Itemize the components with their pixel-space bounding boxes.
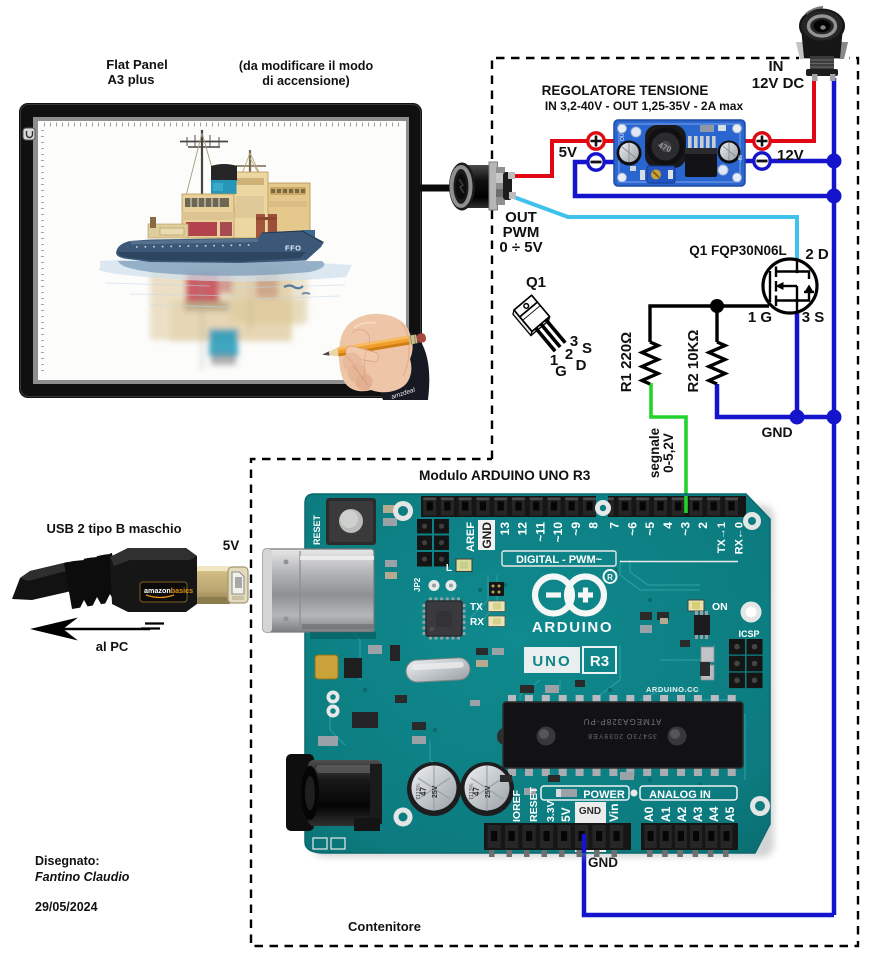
svg-text:3.3V: 3.3V <box>545 800 557 822</box>
svg-text:TX: TX <box>470 602 483 613</box>
svg-text:TX→1: TX→1 <box>716 522 728 553</box>
svg-text:-IN: -IN <box>738 155 744 162</box>
svg-text:Q1 FQP30N06L: Q1 FQP30N06L <box>689 243 787 258</box>
svg-text:Fantino Claudio: Fantino Claudio <box>35 870 130 884</box>
svg-text:~9: ~9 <box>569 522 583 536</box>
svg-text:GND: GND <box>588 855 618 870</box>
svg-text:ON: ON <box>712 601 728 613</box>
svg-text:5V: 5V <box>223 538 240 553</box>
svg-text:ARDUINO.CC: ARDUINO.CC <box>646 685 699 694</box>
svg-text:1: 1 <box>550 352 558 369</box>
svg-text:D: D <box>576 357 587 374</box>
svg-text:1 G: 1 G <box>748 309 772 326</box>
svg-text:GND: GND <box>480 522 494 549</box>
svg-text:Modulo ARDUINO UNO R3: Modulo ARDUINO UNO R3 <box>419 468 591 483</box>
svg-text:USB 2 tipo B maschio: USB 2 tipo B maschio <box>46 521 181 536</box>
svg-text:di accensione): di accensione) <box>262 74 350 88</box>
svg-text:DIGITAL - PWM~: DIGITAL - PWM~ <box>516 554 603 566</box>
svg-text:Q1: Q1 <box>526 274 546 291</box>
svg-text:G: G <box>555 363 567 380</box>
svg-text:R3: R3 <box>590 653 609 670</box>
svg-text:al PC: al PC <box>96 639 129 654</box>
svg-text:A5: A5 <box>723 806 737 822</box>
svg-text:IN: IN <box>769 58 784 75</box>
svg-text:GND: GND <box>579 806 601 817</box>
svg-text:3 S: 3 S <box>802 309 825 326</box>
svg-text:2: 2 <box>565 346 573 363</box>
svg-text:amazonbasics: amazonbasics <box>144 586 193 595</box>
svg-text:(da modificare il modo: (da modificare il modo <box>239 59 374 73</box>
svg-text:0 ÷ 5V: 0 ÷ 5V <box>499 239 542 256</box>
svg-text:A0: A0 <box>642 806 656 822</box>
svg-text:PWM: PWM <box>503 224 540 241</box>
svg-text:FFO: FFO <box>285 244 302 253</box>
svg-text:R: R <box>607 573 613 582</box>
svg-text:REGOLATORE TENSIONE: REGOLATORE TENSIONE <box>542 83 709 98</box>
svg-text:47: 47 <box>472 787 481 796</box>
svg-text:3: 3 <box>570 333 578 350</box>
svg-text:Disegnato:: Disegnato: <box>35 854 100 868</box>
svg-text:13: 13 <box>498 522 512 536</box>
svg-text:~6: ~6 <box>625 522 639 536</box>
svg-text:2: 2 <box>696 522 710 529</box>
svg-text:A4: A4 <box>707 806 721 822</box>
svg-text:12: 12 <box>516 522 530 536</box>
svg-text:L: L <box>446 563 452 574</box>
svg-text:IN 3,2-40V - OUT 1,25-35V - 2A: IN 3,2-40V - OUT 1,25-35V - 2A max <box>545 99 744 113</box>
svg-text:29/05/2024: 29/05/2024 <box>35 900 98 914</box>
svg-text:A3 plus: A3 plus <box>108 72 155 87</box>
svg-text:AREF: AREF <box>465 522 477 552</box>
svg-text:7: 7 <box>608 522 622 529</box>
svg-text:R2 10KΩ: R2 10KΩ <box>685 330 702 393</box>
svg-text:Contenitore: Contenitore <box>348 919 421 934</box>
svg-text:0-5,2V: 0-5,2V <box>661 433 676 473</box>
svg-text:RESET: RESET <box>312 514 322 545</box>
svg-text:A1: A1 <box>659 806 673 822</box>
svg-text:25V: 25V <box>432 785 439 798</box>
svg-text:A2: A2 <box>675 806 689 822</box>
svg-text:8: 8 <box>587 522 601 529</box>
svg-text:7113¾: 7113¾ <box>416 783 422 800</box>
svg-text:47: 47 <box>419 787 428 796</box>
svg-text:7113¾: 7113¾ <box>469 783 475 800</box>
svg-text:ANALOG IN: ANALOG IN <box>649 789 711 801</box>
svg-text:Flat Panel: Flat Panel <box>106 57 167 72</box>
svg-text:~11: ~11 <box>533 522 547 542</box>
svg-text:35473O 2039YΕ8: 35473O 2039YΕ8 <box>587 732 657 739</box>
svg-text:~10: ~10 <box>551 522 565 543</box>
svg-text:2 D: 2 D <box>805 246 829 263</box>
svg-text:12V DC: 12V DC <box>752 75 805 92</box>
svg-text:12V: 12V <box>777 147 804 164</box>
svg-text:ATMEGA328P-PU: ATMEGA328P-PU <box>583 717 662 726</box>
svg-text:RX: RX <box>470 617 484 628</box>
svg-text:5V: 5V <box>559 144 577 161</box>
svg-text:ARDUINO: ARDUINO <box>532 619 613 636</box>
svg-text:5V: 5V <box>559 807 573 822</box>
svg-text:RX←0: RX←0 <box>734 522 746 554</box>
svg-text:4: 4 <box>661 522 675 529</box>
svg-text:OUT-: OUT- <box>620 129 626 141</box>
svg-text:RESET: RESET <box>528 786 540 822</box>
svg-text:IOREF: IOREF <box>511 789 523 822</box>
svg-text:S: S <box>582 340 592 357</box>
svg-text:GND: GND <box>761 424 792 440</box>
svg-text:~3: ~3 <box>679 522 693 536</box>
svg-text:25V: 25V <box>485 785 492 798</box>
svg-text:ICSP: ICSP <box>738 629 759 639</box>
svg-text:POWER: POWER <box>583 789 625 801</box>
svg-text:Vin: Vin <box>607 804 621 822</box>
svg-text:R1 220Ω: R1 220Ω <box>618 332 635 392</box>
svg-text:~5: ~5 <box>643 522 657 536</box>
svg-text:UNO: UNO <box>532 653 571 670</box>
svg-text:segnale: segnale <box>647 427 662 478</box>
svg-text:A3: A3 <box>691 806 705 822</box>
svg-text:JP2: JP2 <box>413 577 422 592</box>
svg-text:OUT: OUT <box>505 209 537 226</box>
